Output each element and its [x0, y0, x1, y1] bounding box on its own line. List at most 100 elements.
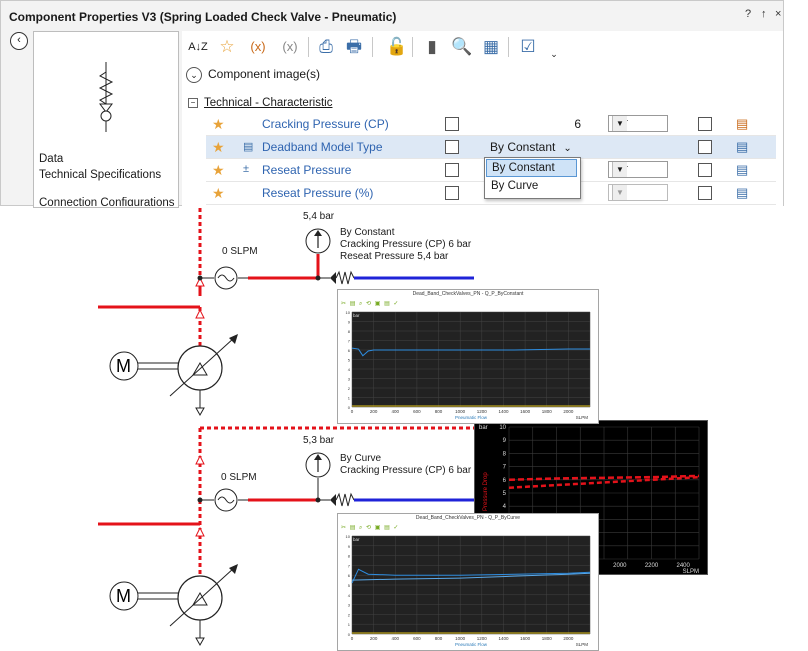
plot-window-title: Dead_Band_CheckValves_PN - Q_P_ByConstan…	[412, 291, 524, 297]
x-tick-label: 1400	[498, 409, 509, 414]
checkbox[interactable]	[445, 163, 459, 177]
parameter-link-icon[interactable]: ▤	[736, 139, 749, 154]
y-tick-label: 8	[348, 329, 351, 334]
table-chart-icon[interactable]: ▦	[482, 37, 500, 56]
spring-icon	[335, 492, 355, 507]
checkbox[interactable]	[698, 140, 712, 154]
checklist-icon[interactable]: ☑	[520, 37, 536, 56]
unit-select[interactable]: %▼	[608, 184, 668, 201]
component-images-label: Component image(s)	[208, 67, 321, 81]
chevron-down-icon[interactable]: ⌄	[186, 67, 202, 83]
gauge-label-top: 5,4 bar	[303, 211, 335, 222]
checkbox[interactable]	[698, 186, 712, 200]
motor-label: M	[116, 586, 131, 606]
x-tick-label: 400	[392, 409, 400, 414]
x-tick-label: 800	[435, 409, 443, 414]
parameter-link-icon[interactable]: ▤	[736, 185, 749, 200]
flow-label-bottom: 0 SLPM	[221, 472, 257, 483]
y-tick-label: 4	[503, 504, 507, 510]
favorite-star-icon[interactable]: ☆	[219, 37, 235, 56]
y-tick-label: 7	[503, 465, 507, 471]
y-tick-label: 1	[348, 396, 351, 401]
sort-az-icon[interactable]: A↓Z	[188, 41, 208, 53]
y-tick-label: 0	[348, 405, 351, 410]
check-valve-symbol	[98, 62, 114, 132]
chart-settings-icon[interactable]: ▮	[427, 37, 437, 56]
deadband-model-select[interactable]: By Constant⌄	[490, 140, 572, 154]
y-tick-label: 9	[348, 320, 351, 325]
y-tick-label: 4	[348, 367, 351, 372]
remove-variable-icon[interactable]: (x)	[282, 39, 298, 54]
back-icon[interactable]: ‹	[10, 32, 28, 50]
unit-select[interactable]: bar▼	[608, 161, 668, 178]
plot-window-by-curve: Dead_Band_CheckValves_PN - Q_P_ByCurve ✂…	[337, 513, 599, 651]
y-tick-label: 10	[346, 534, 351, 539]
list-item-data[interactable]: Data	[39, 153, 64, 165]
dropdown-arrow-icon[interactable]: ▼	[612, 162, 627, 177]
component-symbol-preview	[33, 31, 179, 151]
print-icon[interactable]: 🖶	[345, 37, 363, 56]
section-technical-characteristic[interactable]: − Technical - Characteristic	[188, 97, 778, 111]
plot-toolbar[interactable]: ✂ ▤ ⌕ ⟲ ▣ ▤ ✓	[341, 301, 400, 307]
option-by-constant[interactable]: By Constant	[486, 159, 577, 177]
annotation-line: Cracking Pressure (CP) 6 bar	[340, 239, 472, 250]
x-tick-label: 1600	[520, 409, 531, 414]
check-valve-icon	[330, 494, 336, 506]
dropdown-arrow-icon[interactable]: ▼	[612, 116, 627, 131]
toolbar-overflow-icon[interactable]: ⌄	[550, 49, 558, 59]
option-by-curve[interactable]: By Curve	[486, 178, 577, 196]
dropdown-arrow-icon[interactable]: ▼	[612, 185, 627, 200]
star-icon[interactable]: ★	[212, 162, 225, 178]
y-axis-unit: bar	[479, 425, 488, 431]
list-type-icon: ▤	[243, 141, 254, 153]
property-label: Reseat Pressure (%)	[262, 186, 374, 200]
parameter-link-icon[interactable]: ▤	[736, 116, 749, 131]
y-tick-label: 10	[346, 310, 351, 315]
list-item-connection-configurations[interactable]: Connection Configurations	[39, 197, 175, 206]
close-icon[interactable]: ×	[775, 8, 782, 20]
checkbox[interactable]	[445, 186, 459, 200]
annotation-line: Reseat Pressure 5,4 bar	[340, 251, 449, 262]
series-line	[351, 347, 590, 357]
unlock-icon[interactable]: 🔓	[386, 37, 408, 56]
print-preview-icon[interactable]: ⎙	[319, 37, 333, 56]
annotation-line: Cracking Pressure (CP) 6 bar	[340, 465, 472, 476]
checkbox[interactable]	[698, 117, 712, 131]
checkbox[interactable]	[445, 117, 459, 131]
unit-select[interactable]: bar▼	[608, 115, 668, 132]
toolbar-separator	[308, 37, 309, 57]
variable-arrow	[229, 334, 238, 344]
motor-icon	[109, 581, 139, 611]
collapse-icon[interactable]: −	[188, 98, 198, 108]
chevron-down-icon[interactable]: ⌄	[563, 143, 572, 154]
parameter-link-icon[interactable]: ▤	[736, 162, 749, 177]
x-tick-label: 600	[413, 636, 421, 641]
property-label: Cracking Pressure (CP)	[262, 117, 389, 131]
star-icon[interactable]: ★	[212, 116, 225, 132]
x-tick-label: 2000	[563, 409, 574, 414]
add-variable-icon[interactable]: (x)	[250, 39, 266, 54]
arrow-marker	[195, 276, 205, 287]
star-icon[interactable]: ★	[212, 185, 225, 201]
plot-toolbar[interactable]: ✂ ▤ ⌕ ⟲ ▣ ▤ ✓	[341, 525, 400, 531]
pin-icon[interactable]: ↑	[761, 8, 767, 20]
property-value[interactable]: 6	[574, 117, 581, 131]
x-tick-label: 2000	[563, 636, 574, 641]
x-tick-label: 1000	[455, 636, 466, 641]
help-icon[interactable]: ?	[745, 8, 752, 20]
plot-window-title: Dead_Band_CheckValves_PN - Q_P_ByCurve	[415, 515, 521, 521]
checkbox[interactable]	[698, 163, 712, 177]
flow-meter-icon	[217, 274, 235, 282]
checkbox[interactable]	[445, 140, 459, 154]
exhaust-marker	[195, 637, 205, 647]
y-tick-label: 8	[348, 554, 351, 559]
property-row-deadband-model-type: ★ ▤ Deadband Model Type By Constant⌄ ▤	[206, 136, 776, 159]
y-tick-label: 2	[348, 386, 351, 391]
junction	[197, 275, 203, 281]
list-item-technical-specifications[interactable]: Technical Specifications	[39, 169, 162, 181]
search-zoom-icon[interactable]: 🔍	[451, 37, 473, 56]
option-label: By Constant	[492, 162, 555, 174]
star-icon[interactable]: ★	[212, 139, 225, 155]
